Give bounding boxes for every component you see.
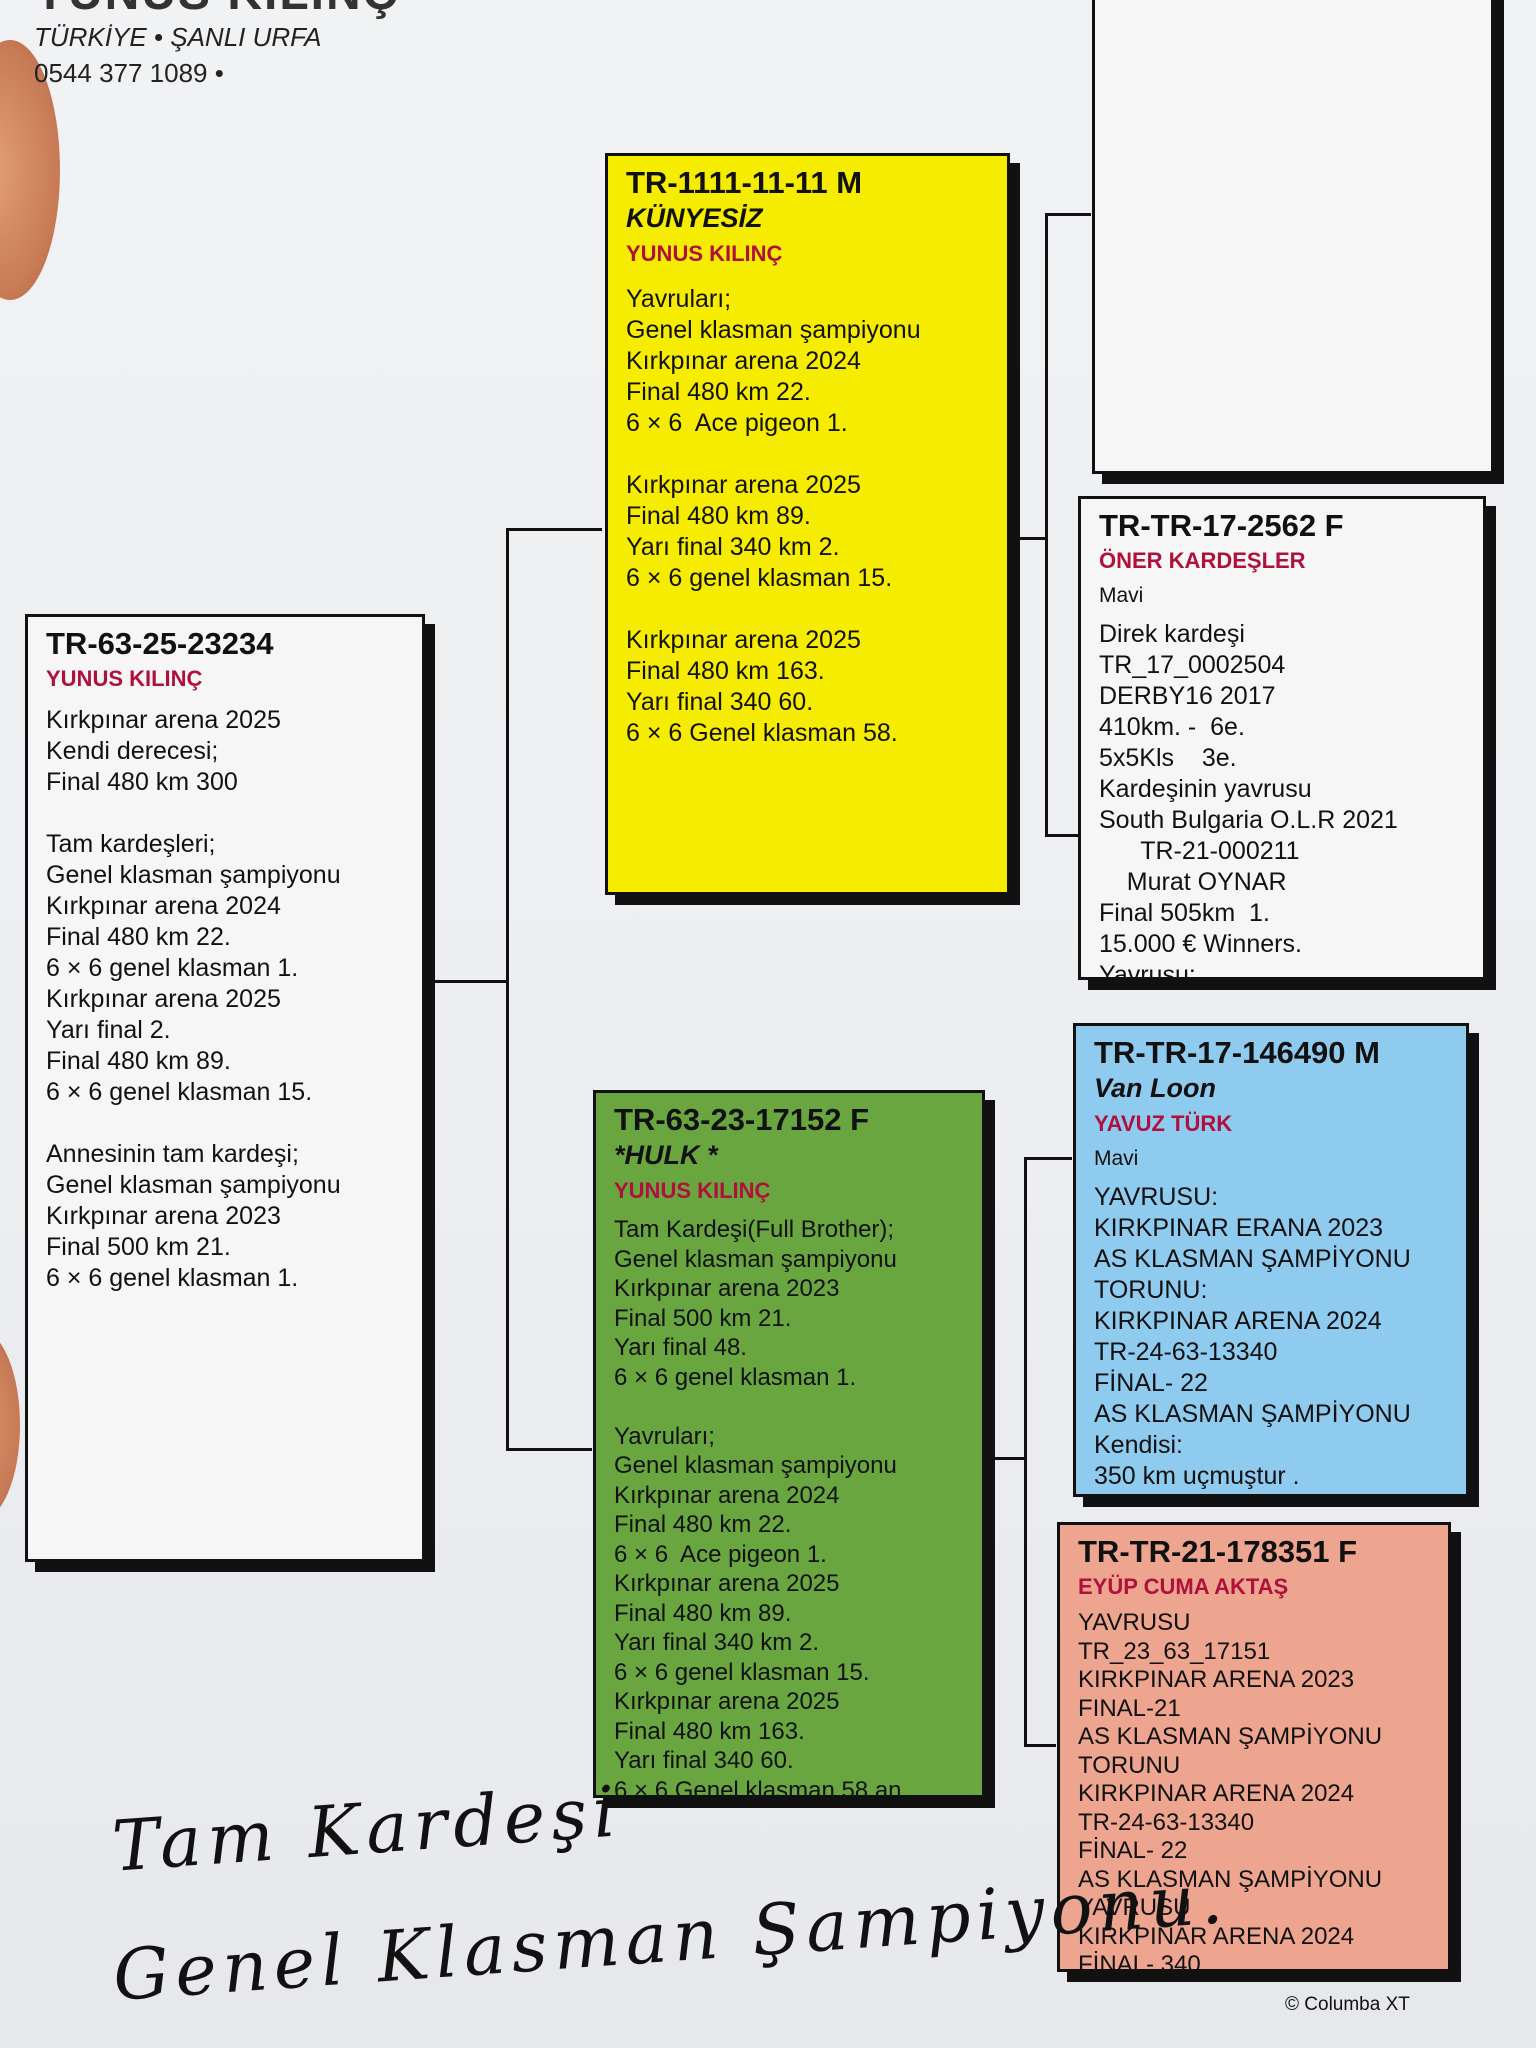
ring-number: TR-63-23-17152 F (614, 1102, 870, 1137)
breeder-name: YUNUS KILINÇ (34, 0, 534, 21)
connector-parents-vertical (506, 528, 509, 1451)
pigeon-color: Mavi (1099, 584, 1144, 607)
connector-to-dam-dam (1024, 1744, 1056, 1747)
owner-name: ÖNER KARDEŞLER (1099, 548, 1306, 573)
pigeon-nickname: KÜNYESİZ (626, 203, 763, 233)
pigeon-notes: Direk kardeşi TR_17_0002504 DERBY16 2017… (1099, 620, 1398, 980)
connector-sire-vertical (1045, 213, 1048, 837)
pigeon-notes: Kırkpınar arena 2025 Kendi derecesi; Fin… (46, 706, 341, 1292)
owner-name: YUNUS KILINÇ (46, 666, 203, 691)
connector-to-dam-sire (1024, 1157, 1072, 1160)
pigeon-nickname: *HULK * (614, 1140, 718, 1170)
connector-to-sire (506, 528, 602, 531)
copyright-note: © Columba XT (1285, 1994, 1410, 2015)
sire-sire-blank-card (1092, 0, 1494, 474)
pigeon-notes: YAVRUSU: KIRKPINAR ERANA 2023 AS KLASMAN… (1094, 1183, 1411, 1494)
connector-subject-horizontal (430, 980, 508, 983)
ring-number: TR-TR-21-178351 F (1078, 1534, 1358, 1569)
ring-number: TR-63-25-23234 (46, 626, 274, 661)
connector-to-dam (506, 1448, 592, 1451)
ring-number: TR-1111-11-11 M (626, 165, 863, 200)
owner-name: YUNUS KILINÇ (626, 241, 783, 266)
breeder-phone: 0544 377 1089 • (34, 58, 224, 88)
dam-dam-pigeon-card: TR-TR-21-178351 F EYÜP CUMA AKTAŞ YAVRUS… (1057, 1522, 1451, 1972)
pigeon-notes: Yavruları; Genel klasman şampiyonu Kırkp… (626, 285, 921, 747)
pigeon-color: Mavi (1094, 1147, 1139, 1170)
connector-dam-vertical (1024, 1157, 1027, 1747)
connector-to-sire-sire (1045, 213, 1091, 216)
pigeon-notes: YAVRUSU TR_23_63_17151 KIRKPINAR ARENA 2… (1078, 1609, 1383, 1972)
connector-dam-out (985, 1457, 1027, 1460)
ring-number: TR-TR-17-2562 F (1099, 508, 1344, 543)
connector-sire-out (1010, 537, 1048, 540)
pigeon-notes: Tam Kardeşi(Full Brother); Genel klasman… (614, 1216, 902, 1798)
sire-dam-pigeon-card: TR-TR-17-2562 F ÖNER KARDEŞLER Mavi Dire… (1078, 496, 1486, 980)
breeder-location: TÜRKİYE • ŞANLI URFA (34, 22, 322, 52)
dam-pigeon-card: TR-63-23-17152 F *HULK * YUNUS KILINÇ Ta… (593, 1090, 985, 1798)
dam-sire-pigeon-card: TR-TR-17-146490 M Van Loon YAVUZ TÜRK Ma… (1073, 1023, 1469, 1497)
owner-name: YAVUZ TÜRK (1094, 1111, 1233, 1136)
owner-name: YUNUS KILINÇ (614, 1178, 771, 1203)
ring-number: TR-TR-17-146490 M (1094, 1035, 1380, 1070)
subject-pigeon-card: TR-63-25-23234 YUNUS KILINÇ Kırkpınar ar… (25, 614, 425, 1562)
owner-name: EYÜP CUMA AKTAŞ (1078, 1574, 1289, 1599)
connector-to-sire-dam (1045, 834, 1083, 837)
pigeon-nickname: Van Loon (1094, 1073, 1216, 1103)
sire-pigeon-card: TR-1111-11-11 M KÜNYESİZ YUNUS KILINÇ Ya… (605, 153, 1010, 895)
